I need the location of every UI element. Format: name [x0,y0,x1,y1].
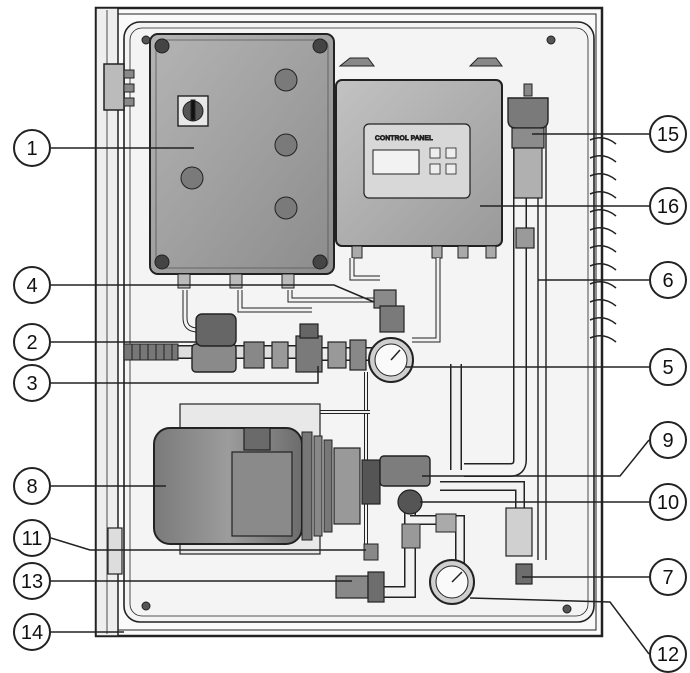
callout-8: 8 [13,467,51,505]
callout-circle [649,635,687,673]
callout-circle [649,421,687,459]
callout-6: 6 [649,261,687,299]
callout-4: 4 [13,266,51,304]
callout-number: 6 [662,270,673,292]
electrical-box [149,33,335,289]
callout-3: 3 [13,364,51,402]
callout-circle [649,558,687,596]
callout-number: 9 [662,430,673,452]
control-panel-box: CONTROL PANEL [335,57,503,259]
callout-circle [13,519,51,557]
callout-number: 12 [657,644,679,666]
callout-circle [13,266,51,304]
callout-circle [13,129,51,167]
callout-number: 14 [21,622,43,644]
callout-1: 1 [13,129,51,167]
gauge-icon [368,337,414,383]
motor-icon [153,403,431,555]
callout-circle [649,115,687,153]
callout-9: 9 [649,421,687,459]
callout-10: 10 [649,483,687,521]
callout-number: 1 [26,138,37,160]
callout-circle [649,348,687,386]
rotary-switch-icon [177,95,209,127]
hinge-icon [103,63,135,575]
callout-number: 16 [657,196,679,218]
callout-2: 2 [13,323,51,361]
flow-gauge [429,559,475,605]
callout-7: 7 [649,558,687,596]
callout-circle [13,364,51,402]
callout-13: 13 [13,562,51,600]
callout-number: 8 [26,476,37,498]
callout-number: 5 [662,357,673,379]
callout-12: 12 [649,635,687,673]
callout-number: 4 [26,275,37,297]
callout-circle [13,467,51,505]
heat-fins [589,137,617,343]
callout-number: 2 [26,332,37,354]
valve-icon [123,289,405,373]
callout-number: 15 [657,124,679,146]
callout-number: 7 [662,567,673,589]
callout-number: 3 [26,373,37,395]
callout-circle [13,323,51,361]
callout-15: 15 [649,115,687,153]
callout-number: 11 [22,528,43,550]
callout-circle [13,613,51,651]
callout-number: 13 [21,571,43,593]
callout-number: 10 [657,492,679,514]
control-panel-caption: CONTROL PANEL [375,135,433,142]
callout-circle [649,187,687,225]
callout-circle [649,261,687,299]
callout-circle [13,562,51,600]
callout-circle [649,483,687,521]
leader-lines [50,133,650,655]
callout-16: 16 [649,187,687,225]
air-valve [507,83,549,249]
callout-5: 5 [649,348,687,386]
callout-14: 14 [13,613,51,651]
callout-11: 11 [13,519,51,557]
